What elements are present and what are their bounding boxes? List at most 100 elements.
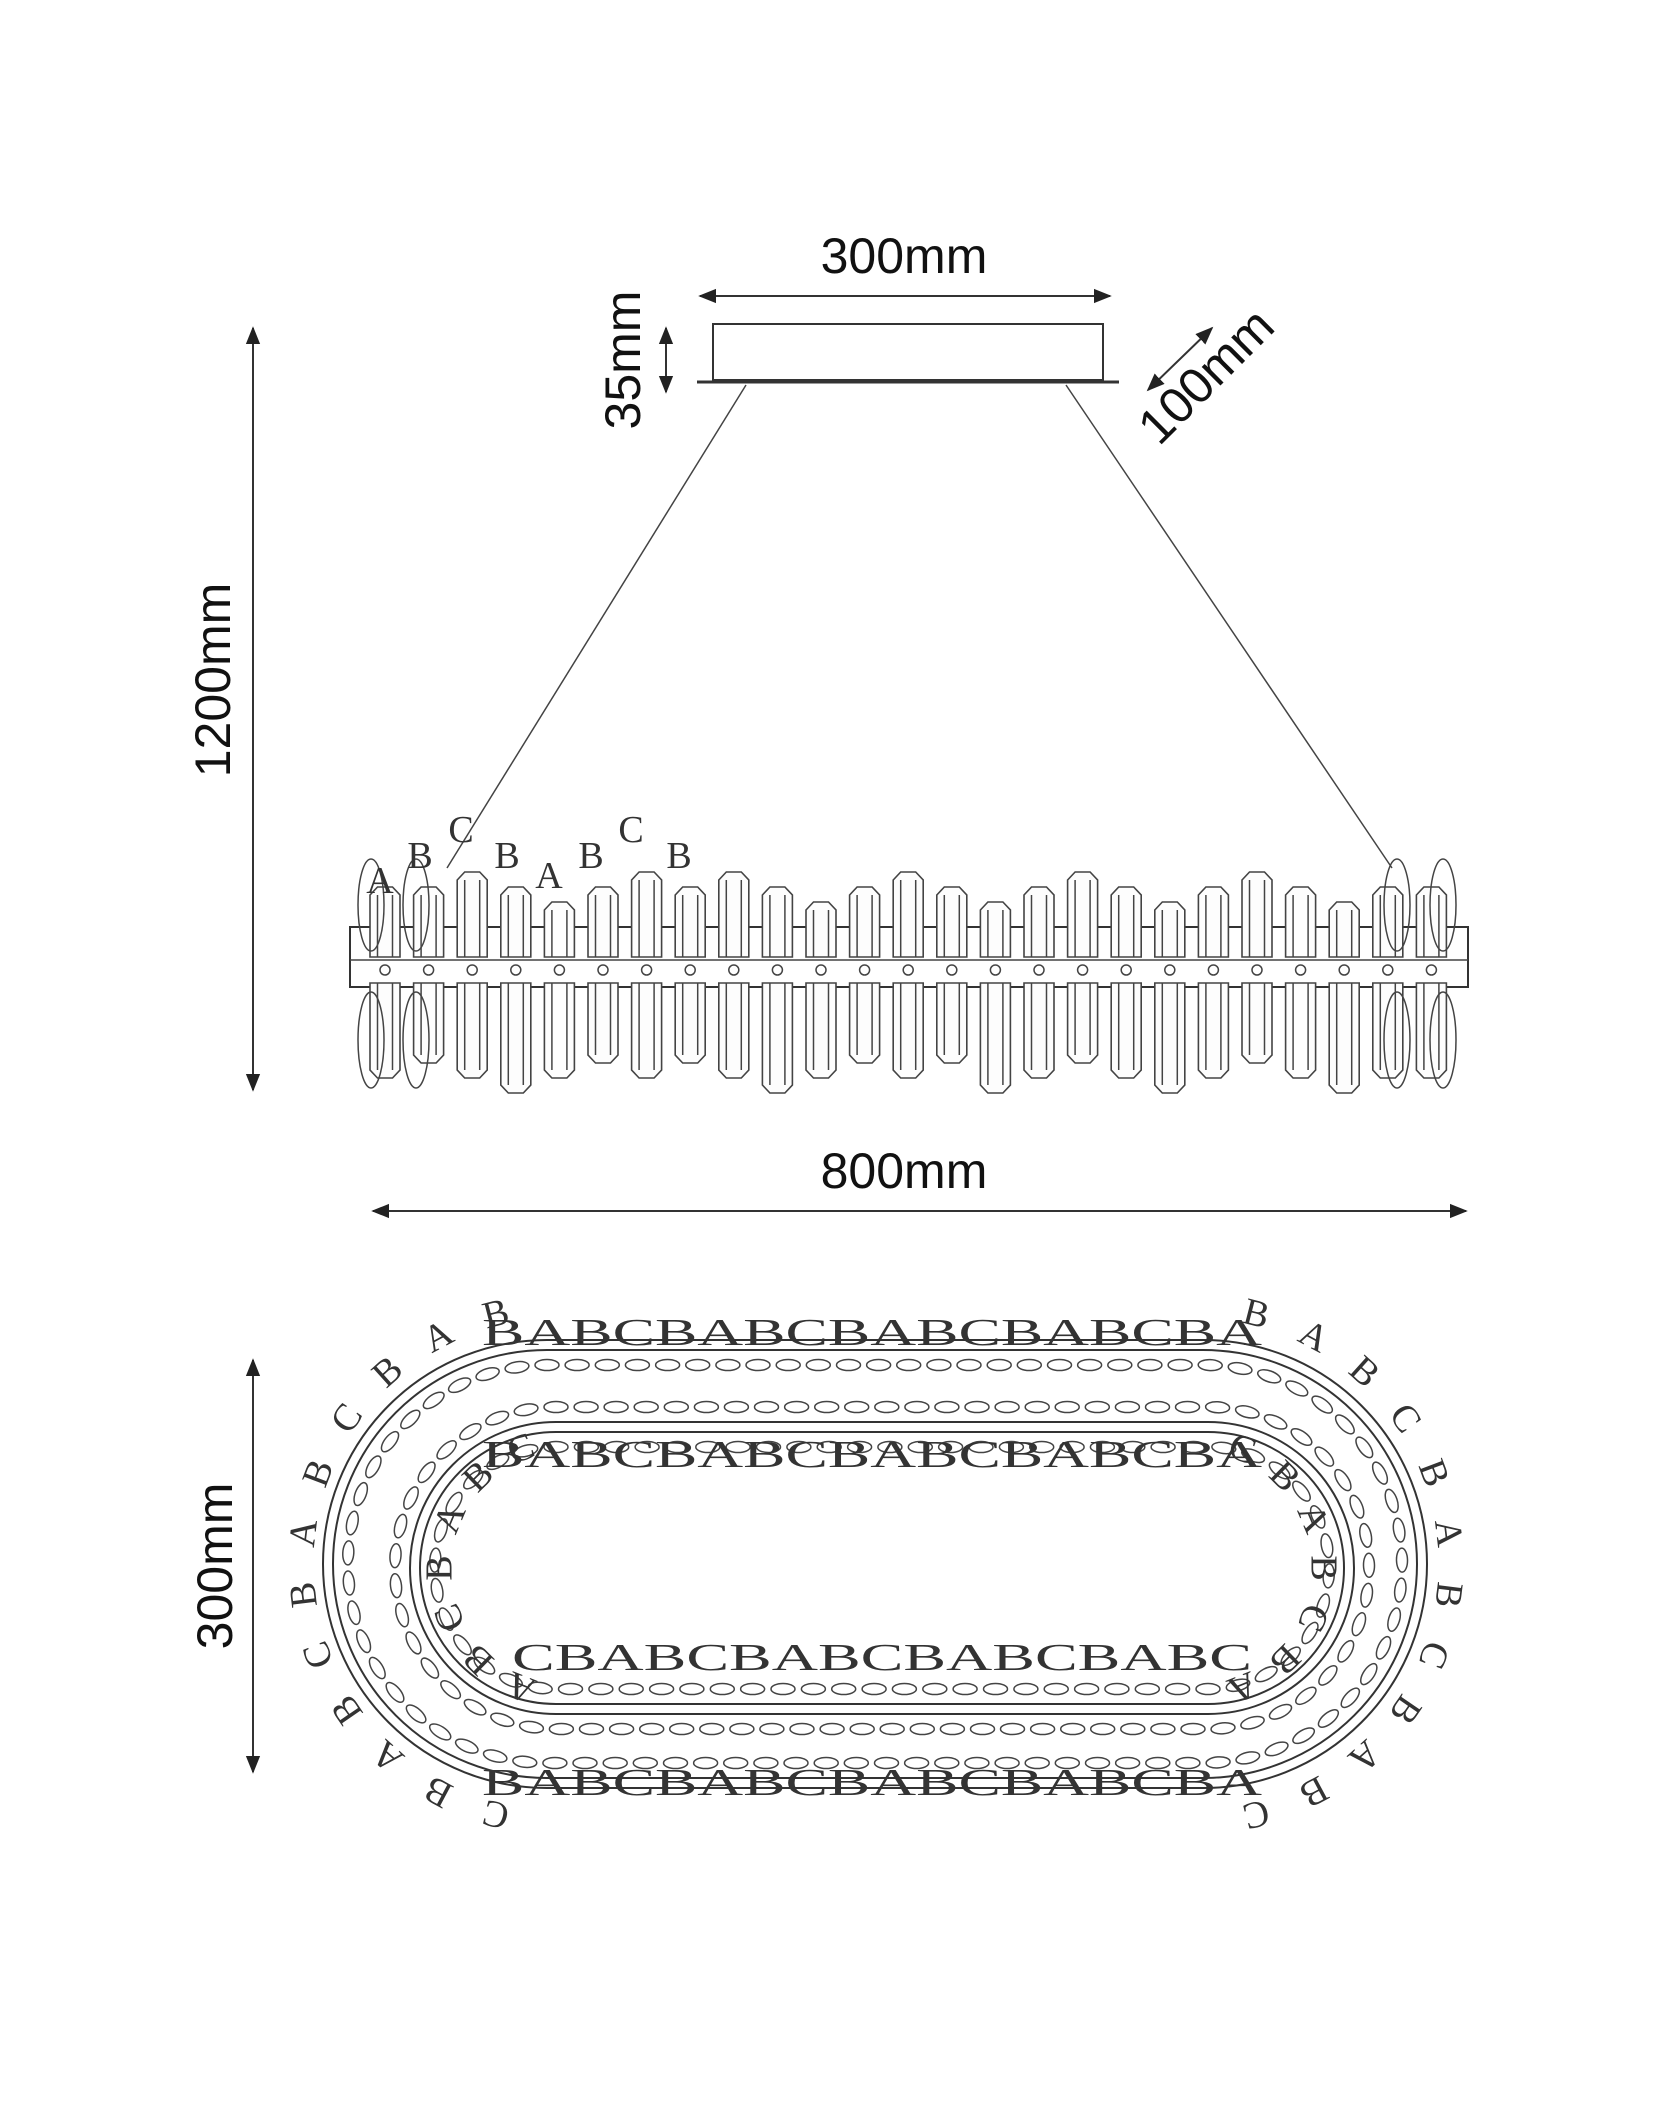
curve-letter: B [364,1348,411,1396]
crystal-label: A [366,860,394,902]
crystal-upper [1241,871,1273,958]
bead [1167,1358,1193,1372]
crystal-label: C [448,809,473,851]
bead [389,1573,403,1599]
crystal-upper [1066,871,1099,958]
end-disc [1429,858,1457,952]
bead [353,1481,369,1507]
connector-bead [1120,964,1132,976]
bead [1120,1440,1146,1454]
bead [783,1400,810,1414]
bead [1164,1682,1191,1696]
fixture-depth-label: 300mm [187,1483,243,1650]
crystal-lower [979,982,1012,1094]
connector-bead [858,964,871,976]
bead [543,1440,569,1454]
bead [964,1400,990,1414]
bead [473,1656,496,1675]
crystal-upper [761,886,794,958]
bead [1392,1517,1406,1543]
bead [475,1366,500,1382]
bead [355,1629,372,1654]
crystal-upper [369,886,401,958]
bead [1134,1682,1161,1696]
bead [755,1440,782,1454]
curve-letter: C [426,1598,475,1638]
connector-bead [422,964,435,976]
curve-letter: C [1381,1396,1430,1441]
bead [345,1510,359,1536]
connector-bead [553,964,566,976]
bead [775,1358,801,1372]
bead-chains [342,1358,1409,1770]
crystal-lower [936,982,968,1064]
curve-letter: B [1239,1290,1274,1337]
crystal-lower [1328,982,1360,1094]
bead [968,1440,994,1454]
crystal-upper [979,901,1012,958]
bead [745,1358,771,1372]
bead [668,1722,695,1736]
crystal-upper [1110,886,1142,958]
connector-bead [1207,964,1220,976]
bead [692,1756,719,1770]
bead [459,1422,482,1441]
bead [395,1602,410,1628]
curve-letter: C [1410,1636,1458,1675]
bead [1150,1440,1176,1454]
bead [816,1440,842,1454]
bead [572,1756,598,1770]
bead [715,1358,741,1372]
end-disc [1429,991,1457,1089]
bead [1114,1756,1141,1770]
bead [739,1682,766,1696]
bead [1024,1400,1050,1414]
curve-letter: B [417,1767,459,1816]
bead [463,1698,487,1716]
end-disc-group-right [1383,858,1457,1089]
connector-bead [1425,964,1438,976]
crystal-row [369,871,1448,1094]
bead [1180,1722,1206,1736]
bead [428,1723,452,1741]
curve-letter: B [1261,1452,1309,1500]
bead [433,1518,449,1543]
bead [1235,1751,1261,1765]
bead [956,1358,982,1372]
crystal-upper [674,886,706,958]
crystal-lower [1372,982,1404,1079]
bead [405,1631,422,1655]
bead [664,1440,691,1454]
curve-letter: A [1340,1731,1389,1781]
bead [1211,1441,1237,1455]
curve-letter: A [281,1516,326,1549]
bead [400,1409,421,1430]
bead [1205,1756,1231,1769]
bead [463,1469,484,1490]
bead [879,1722,905,1736]
bead [1393,1577,1407,1603]
bead [1292,1480,1311,1502]
bead [490,1712,515,1728]
bead [789,1722,815,1736]
bead [482,1749,508,1764]
bead [1144,1400,1171,1414]
bead [1210,1721,1236,1735]
curve-letter: A [425,1497,475,1539]
bead [1204,1401,1231,1414]
connector-bead [1033,964,1045,976]
crystal-lower [674,982,706,1064]
bead [994,1400,1020,1414]
bead [1227,1361,1253,1376]
canopy-width-label: 300mm [821,228,988,284]
bead [843,1400,870,1414]
bead [994,1756,1020,1770]
bead [403,1486,419,1510]
bead [909,1722,936,1736]
bead [1311,1395,1334,1414]
outer-bottom-labels: BABCBABCBABCBABCBA [482,1762,1263,1804]
bead [1225,1678,1251,1693]
bead [1043,1682,1069,1696]
connector-bead [815,964,827,976]
bead [922,1682,948,1696]
